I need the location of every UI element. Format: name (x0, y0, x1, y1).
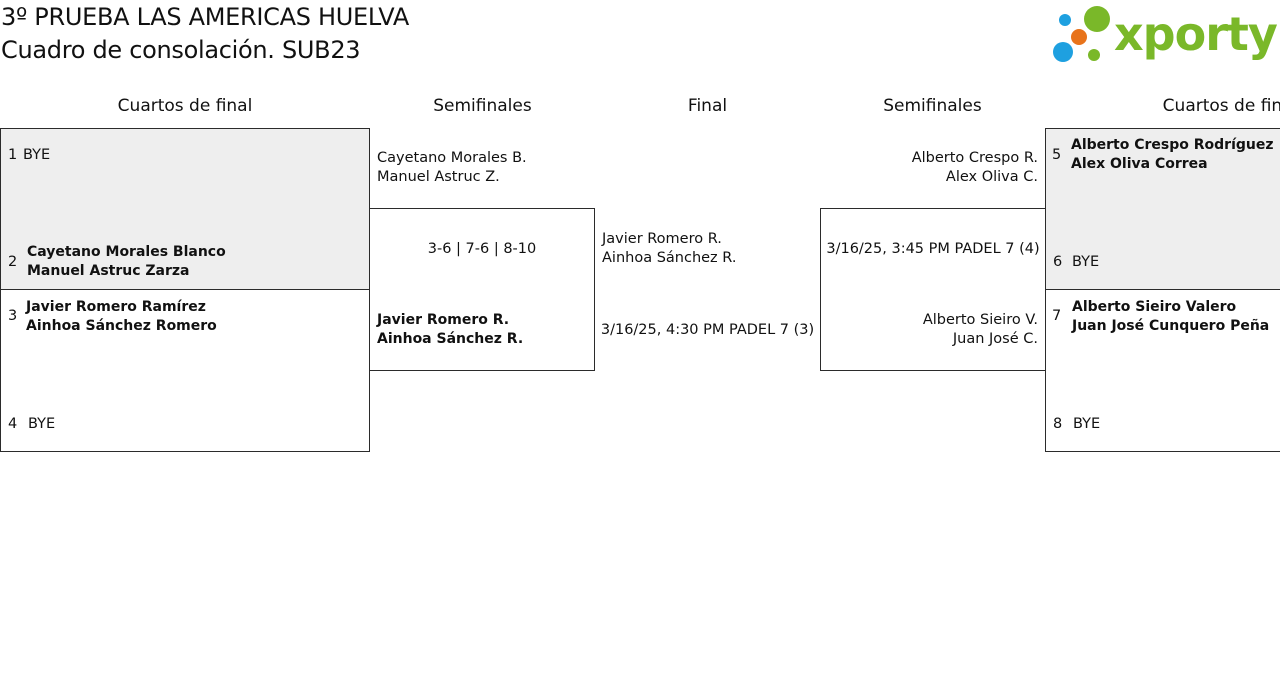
player-name[interactable]: Juan José C. (952, 331, 1038, 347)
player-name[interactable]: Manuel Astruc Z. (377, 169, 500, 185)
draw-subtitle: Cuadro de consolación. SUB23 (1, 36, 361, 64)
player-name[interactable]: Javier Romero Ramírez (26, 299, 206, 315)
player-name[interactable]: Ainhoa Sánchez R. (602, 250, 737, 266)
seed-number: 8 (1053, 416, 1063, 432)
tournament-title: 3º PRUEBA LAS AMERICAS HUELVA (1, 3, 409, 31)
match-score: 3-6 | 7-6 | 8-10 (427, 241, 537, 257)
player-bye: BYE (28, 416, 56, 432)
logo-wordmark: xporty (1114, 7, 1278, 61)
seed-number: 5 (1052, 147, 1062, 163)
header-right-semifinals: Semifinales (883, 96, 982, 116)
seed-number: 7 (1052, 308, 1062, 324)
player-name[interactable]: Javier Romero R. (602, 231, 722, 247)
player-name[interactable]: Manuel Astruc Zarza (27, 263, 190, 279)
player-bye: BYE (1072, 254, 1100, 270)
player-name[interactable]: Alberto Sieiro V. (922, 312, 1038, 328)
header-right-quarterfinals: Cuartos de final (1162, 96, 1280, 116)
player-name[interactable]: Alex Oliva Correa (1071, 156, 1208, 172)
logo-dots-icon (1053, 6, 1110, 62)
left-semifinal-match[interactable] (369, 208, 595, 371)
player-name[interactable]: Ainhoa Sánchez R. (377, 331, 524, 347)
player-bye: BYE (1073, 416, 1101, 432)
right-quarter-match-1[interactable] (1045, 128, 1280, 290)
player-name[interactable]: Alberto Crespo Rodríguez (1071, 137, 1274, 153)
header-left-quarterfinals: Cuartos de final (117, 96, 253, 116)
seed-number: 6 (1053, 254, 1063, 270)
right-quarter-match-2[interactable] (1045, 289, 1280, 452)
player-name[interactable]: Cayetano Morales Blanco (27, 244, 226, 260)
player-bye: BYE (23, 147, 51, 163)
player-name[interactable]: Alberto Crespo R. (911, 150, 1038, 166)
player-name[interactable]: Cayetano Morales B. (377, 150, 527, 166)
seed-number: 2 (8, 254, 18, 270)
player-name[interactable]: Juan José Cunquero Peña (1072, 318, 1270, 334)
player-name[interactable]: Ainhoa Sánchez Romero (26, 318, 217, 334)
xporty-logo: xporty (1052, 5, 1278, 67)
player-name[interactable]: Alex Oliva C. (945, 169, 1038, 185)
header-final: Final (687, 96, 728, 116)
seed-number: 1 (8, 147, 18, 163)
seed-number: 3 (8, 308, 18, 324)
left-quarter-match-1[interactable] (0, 128, 370, 290)
player-name[interactable]: Javier Romero R. (377, 312, 510, 328)
header-left-semifinals: Semifinales (433, 96, 532, 116)
match-schedule: 3/16/25, 3:45 PM PADEL 7 (4) (826, 241, 1040, 257)
seed-number: 4 (8, 416, 18, 432)
match-schedule: 3/16/25, 4:30 PM PADEL 7 (3) (600, 322, 815, 338)
player-name[interactable]: Alberto Sieiro Valero (1072, 299, 1237, 315)
